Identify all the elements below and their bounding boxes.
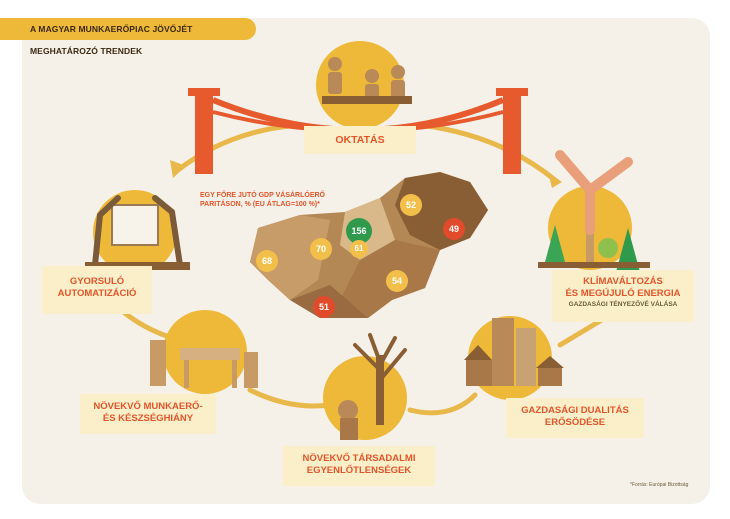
node-inequality: NÖVEKVŐ TÁRSADALMI EGYENLŐTLENSÉGEK	[283, 446, 435, 486]
tree-icon	[538, 225, 650, 272]
node-automation: GYORSULÓ AUTOMATIZÁCIÓ	[42, 266, 152, 314]
furniture-icon	[150, 340, 258, 388]
hungary-map	[250, 172, 488, 318]
wooden-figures-icon	[322, 57, 412, 104]
page-title: A MAGYAR MUNKAERŐPIAC JÖVŐJÉT MEGHATÁROZ…	[0, 18, 256, 56]
bare-tree-icon	[338, 333, 407, 440]
gdp-caption: EGY FŐRE JUTÓ GDP VÁSÁRLÓERŐ PARITÁSON, …	[200, 191, 360, 209]
gdp-caption-line1: EGY FŐRE JUTÓ GDP VÁSÁRLÓERŐ	[200, 192, 325, 199]
arrow-shortage-inequality	[247, 387, 333, 409]
node-automation-line2: AUTOMATIZÁCIÓ	[57, 287, 137, 299]
node-climate-sub: GAZDASÁGI TÉNYEZŐVÉ VÁLÁSA	[568, 301, 678, 308]
gdp-value-west: 68	[256, 250, 278, 272]
arrow-inequality-duality	[407, 392, 478, 416]
node-shortage-line1: NÖVEKVŐ MUNKAERŐ-	[93, 401, 203, 412]
node-inequality-line2: EGYENLŐTLENSÉGEK	[306, 464, 412, 476]
node-shortage-line2: ÉS KÉSZSÉGHIÁNY	[102, 412, 194, 424]
arrowhead-left	[170, 160, 186, 178]
gdp-value-northeast: 49	[443, 218, 465, 240]
arrowhead-right	[548, 172, 562, 188]
node-duality-line1: GAZDASÁGI DUALITÁS	[521, 405, 629, 416]
gdp-value-great-plain: 54	[386, 270, 408, 292]
gdp-value-north: 52	[400, 194, 422, 216]
node-climate-line1: KLÍMAVÁLTOZÁS	[583, 276, 663, 287]
gdp-value-budapest: 156	[346, 218, 372, 244]
node-duality: GAZDASÁGI DUALITÁS ERŐSÖDÉSE	[506, 398, 644, 438]
city-icon	[464, 318, 564, 386]
node-duality-line2: ERŐSÖDÉSE	[544, 416, 606, 428]
node-inequality-line1: NÖVEKVŐ TÁRSADALMI	[302, 453, 416, 464]
gdp-value-south: 51	[313, 296, 335, 318]
source-note: *Forrás: Európai Bizottság	[630, 482, 689, 488]
node-automation-line1: GYORSULÓ	[69, 276, 125, 287]
arrow-education-climate	[417, 122, 558, 183]
node-climate: KLÍMAVÁLTOZÁS ÉS MEGÚJULÓ ENERGIA GAZDAS…	[552, 270, 694, 322]
node-education: OKTATÁS	[304, 126, 416, 154]
node-climate-line2: ÉS MEGÚJULÓ ENERGIA	[565, 287, 681, 299]
gdp-value-central-west: 70	[310, 238, 332, 260]
node-education-label: OKTATÁS	[335, 134, 385, 146]
node-shortage: NÖVEKVŐ MUNKAERŐ- ÉS KÉSZSÉGHIÁNY	[80, 394, 216, 434]
gdp-value-pest: 61	[350, 240, 368, 258]
gdp-caption-line2: PARITÁSON, % (EU ÁTLAG=100 %)*	[200, 201, 320, 208]
windmill-icon	[555, 150, 633, 265]
inequality-circle	[323, 356, 407, 440]
